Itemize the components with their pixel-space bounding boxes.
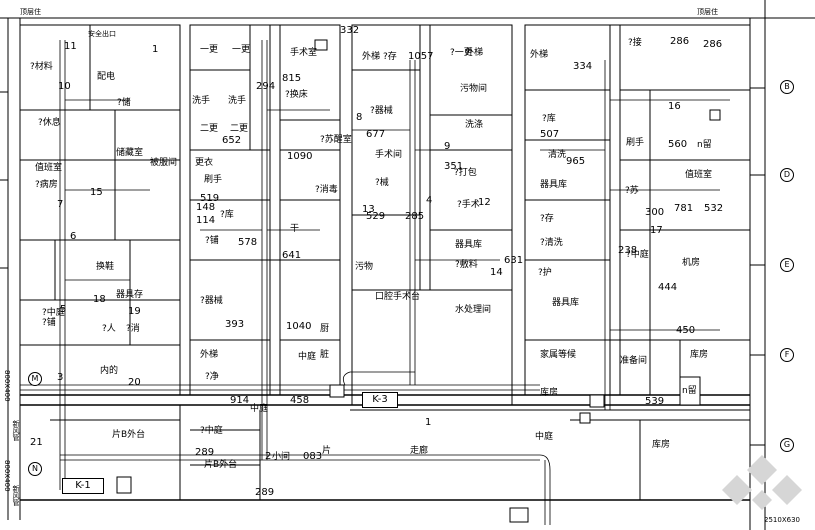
equipment-box-d bbox=[589, 394, 605, 408]
block-a bbox=[19, 24, 181, 396]
equipment-box-mid bbox=[329, 384, 345, 398]
watermark-logo-icon bbox=[722, 455, 802, 510]
fan-unit-box-k1 bbox=[116, 476, 132, 494]
equipment-box-right bbox=[679, 376, 701, 406]
block-d bbox=[524, 24, 751, 396]
equipment-box-bottom bbox=[509, 507, 529, 523]
block-b bbox=[189, 24, 341, 396]
